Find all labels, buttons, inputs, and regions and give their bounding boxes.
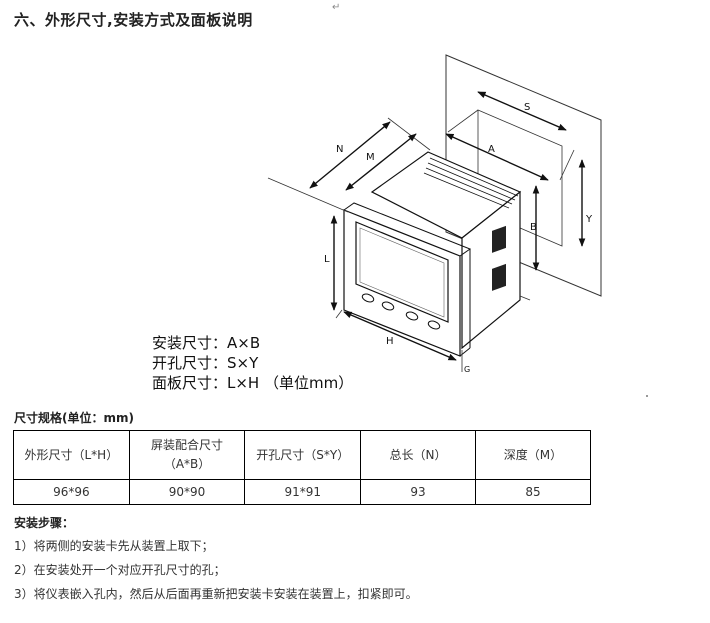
spec-value-cell: 91*91 xyxy=(244,479,362,505)
dim-label-s: S xyxy=(524,102,530,113)
dim-label-m: M xyxy=(366,152,375,163)
spec-table: 外形尺寸（L*H） 屏装配合尺寸（A*B） 开孔尺寸（S*Y） 总长（N） 深度… xyxy=(13,430,592,505)
section-heading: 六、外形尺寸,安装方式及面板说明 xyxy=(14,11,253,29)
side-clips xyxy=(492,225,506,291)
dim-label-n: N xyxy=(336,144,343,155)
legend-cutout-size: 开孔尺寸：S×Y xyxy=(152,354,259,372)
spec-header-cell: 屏装配合尺寸（A*B） xyxy=(128,430,246,480)
install-title: 安装步骤： xyxy=(14,516,75,530)
spec-value-cell: 93 xyxy=(360,479,476,505)
spec-value-cell: 85 xyxy=(474,479,592,505)
return-mark-icon: ↵ xyxy=(332,2,341,13)
spec-header-cell: 外形尺寸（L*H） xyxy=(13,430,130,480)
spec-header-cell: 深度（M） xyxy=(474,430,592,480)
spec-header-cell: 开孔尺寸（S*Y） xyxy=(244,430,362,480)
dim-arrow-m xyxy=(345,133,417,191)
install-step: 3）将仪表嵌入孔内，然后从后面再重新把安装卡安装在装置上，扣紧即可。 xyxy=(14,587,418,601)
dim-arrow-n xyxy=(309,121,391,189)
dim-label-a: A xyxy=(488,144,495,155)
spec-value-cell: 96*96 xyxy=(13,479,130,505)
dim-label-b: B xyxy=(530,222,537,233)
legend-install-size: 安装尺寸：A×B xyxy=(152,334,260,352)
dim-label-y: Y xyxy=(585,214,593,225)
dim-arrow-s xyxy=(477,91,567,131)
legend-panel-size: 面板尺寸：L×H （单位mm） xyxy=(152,374,353,392)
spec-value-cell: 90*90 xyxy=(128,479,246,505)
dim-arrow-a xyxy=(445,133,549,181)
dim-label-h: H xyxy=(386,336,394,347)
spec-header-cell: 总长（N） xyxy=(360,430,476,480)
stray-dot xyxy=(646,395,648,397)
dim-label-g: G xyxy=(464,365,470,374)
dim-arrow-h xyxy=(343,311,457,361)
dimension-diagram: S A N M Y B L H G 安装尺寸：A×B 开孔尺寸：S×Y 面板尺寸… xyxy=(152,54,602,392)
install-step: 2）在安装处开一个对应开孔尺寸的孔； xyxy=(14,563,226,577)
install-step: 1）将两侧的安装卡先从装置上取下； xyxy=(14,539,214,553)
spec-title: 尺寸规格(单位：mm) xyxy=(14,411,134,425)
dim-label-l: L xyxy=(324,254,330,265)
